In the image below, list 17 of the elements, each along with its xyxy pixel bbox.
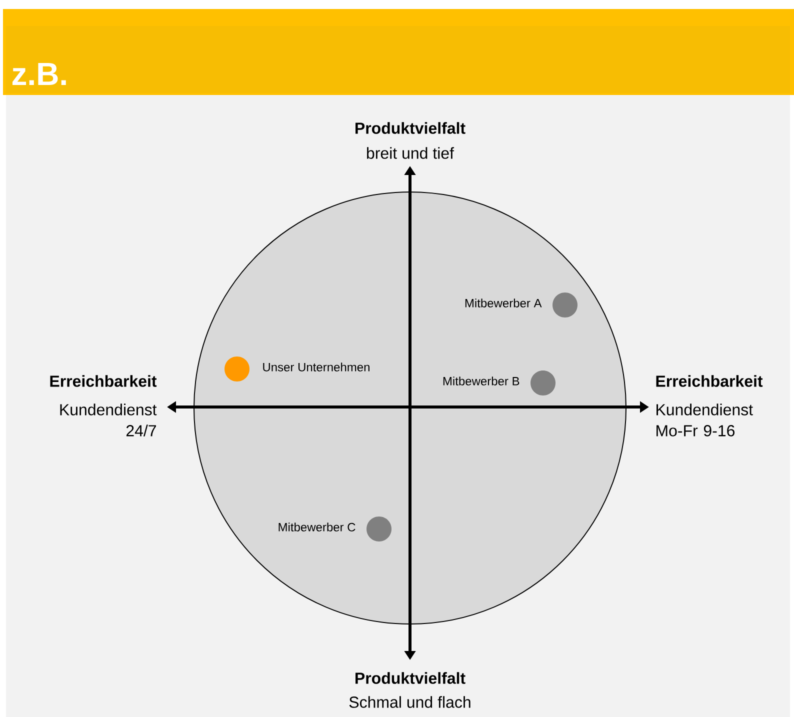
axis-label: Schmal und flach [349, 696, 470, 708]
axis-title: Erreichbarkeit [50, 375, 157, 387]
dot-marker [366, 516, 392, 542]
dot-marker [530, 370, 556, 396]
header-band: z.B. [3, 9, 794, 95]
axis-title: Erreichbarkeit [656, 375, 763, 387]
axis-label: breit und tief [367, 147, 454, 159]
point-label: Mitbewerber B [443, 376, 520, 386]
point-label: Mitbewerber C [278, 522, 356, 532]
dot-marker [552, 292, 578, 318]
axis-title: Produktvielfalt [356, 122, 466, 134]
axis-title: Produktvielfalt [356, 672, 466, 684]
axis-label: Kundendienst Mo-Fr 9-16 [656, 404, 753, 436]
point-label: Mitbewerber A [465, 298, 542, 308]
dot-marker [224, 356, 250, 382]
point-label: Unser Unternehmen [263, 362, 370, 372]
axis-label: Kundendienst 24/7 [60, 404, 157, 436]
